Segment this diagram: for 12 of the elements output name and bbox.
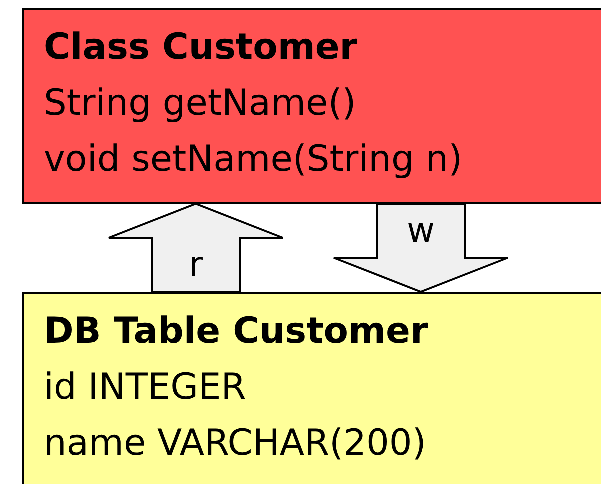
- box-heading: Class Customer: [44, 26, 359, 70]
- edge-label: r: [188, 247, 204, 283]
- member-text: void setName(String n): [44, 138, 464, 182]
- member-text: String getName(): [44, 82, 358, 126]
- member-text: id INTEGER: [44, 366, 248, 410]
- table-box: [22, 292, 601, 484]
- class-box: [22, 8, 601, 204]
- edge-label: w: [406, 213, 436, 249]
- block-arrow: [333, 203, 509, 294]
- member-text: name VARCHAR(200): [44, 422, 428, 466]
- box-heading: DB Table Customer: [44, 310, 430, 354]
- block-arrow: [108, 202, 284, 293]
